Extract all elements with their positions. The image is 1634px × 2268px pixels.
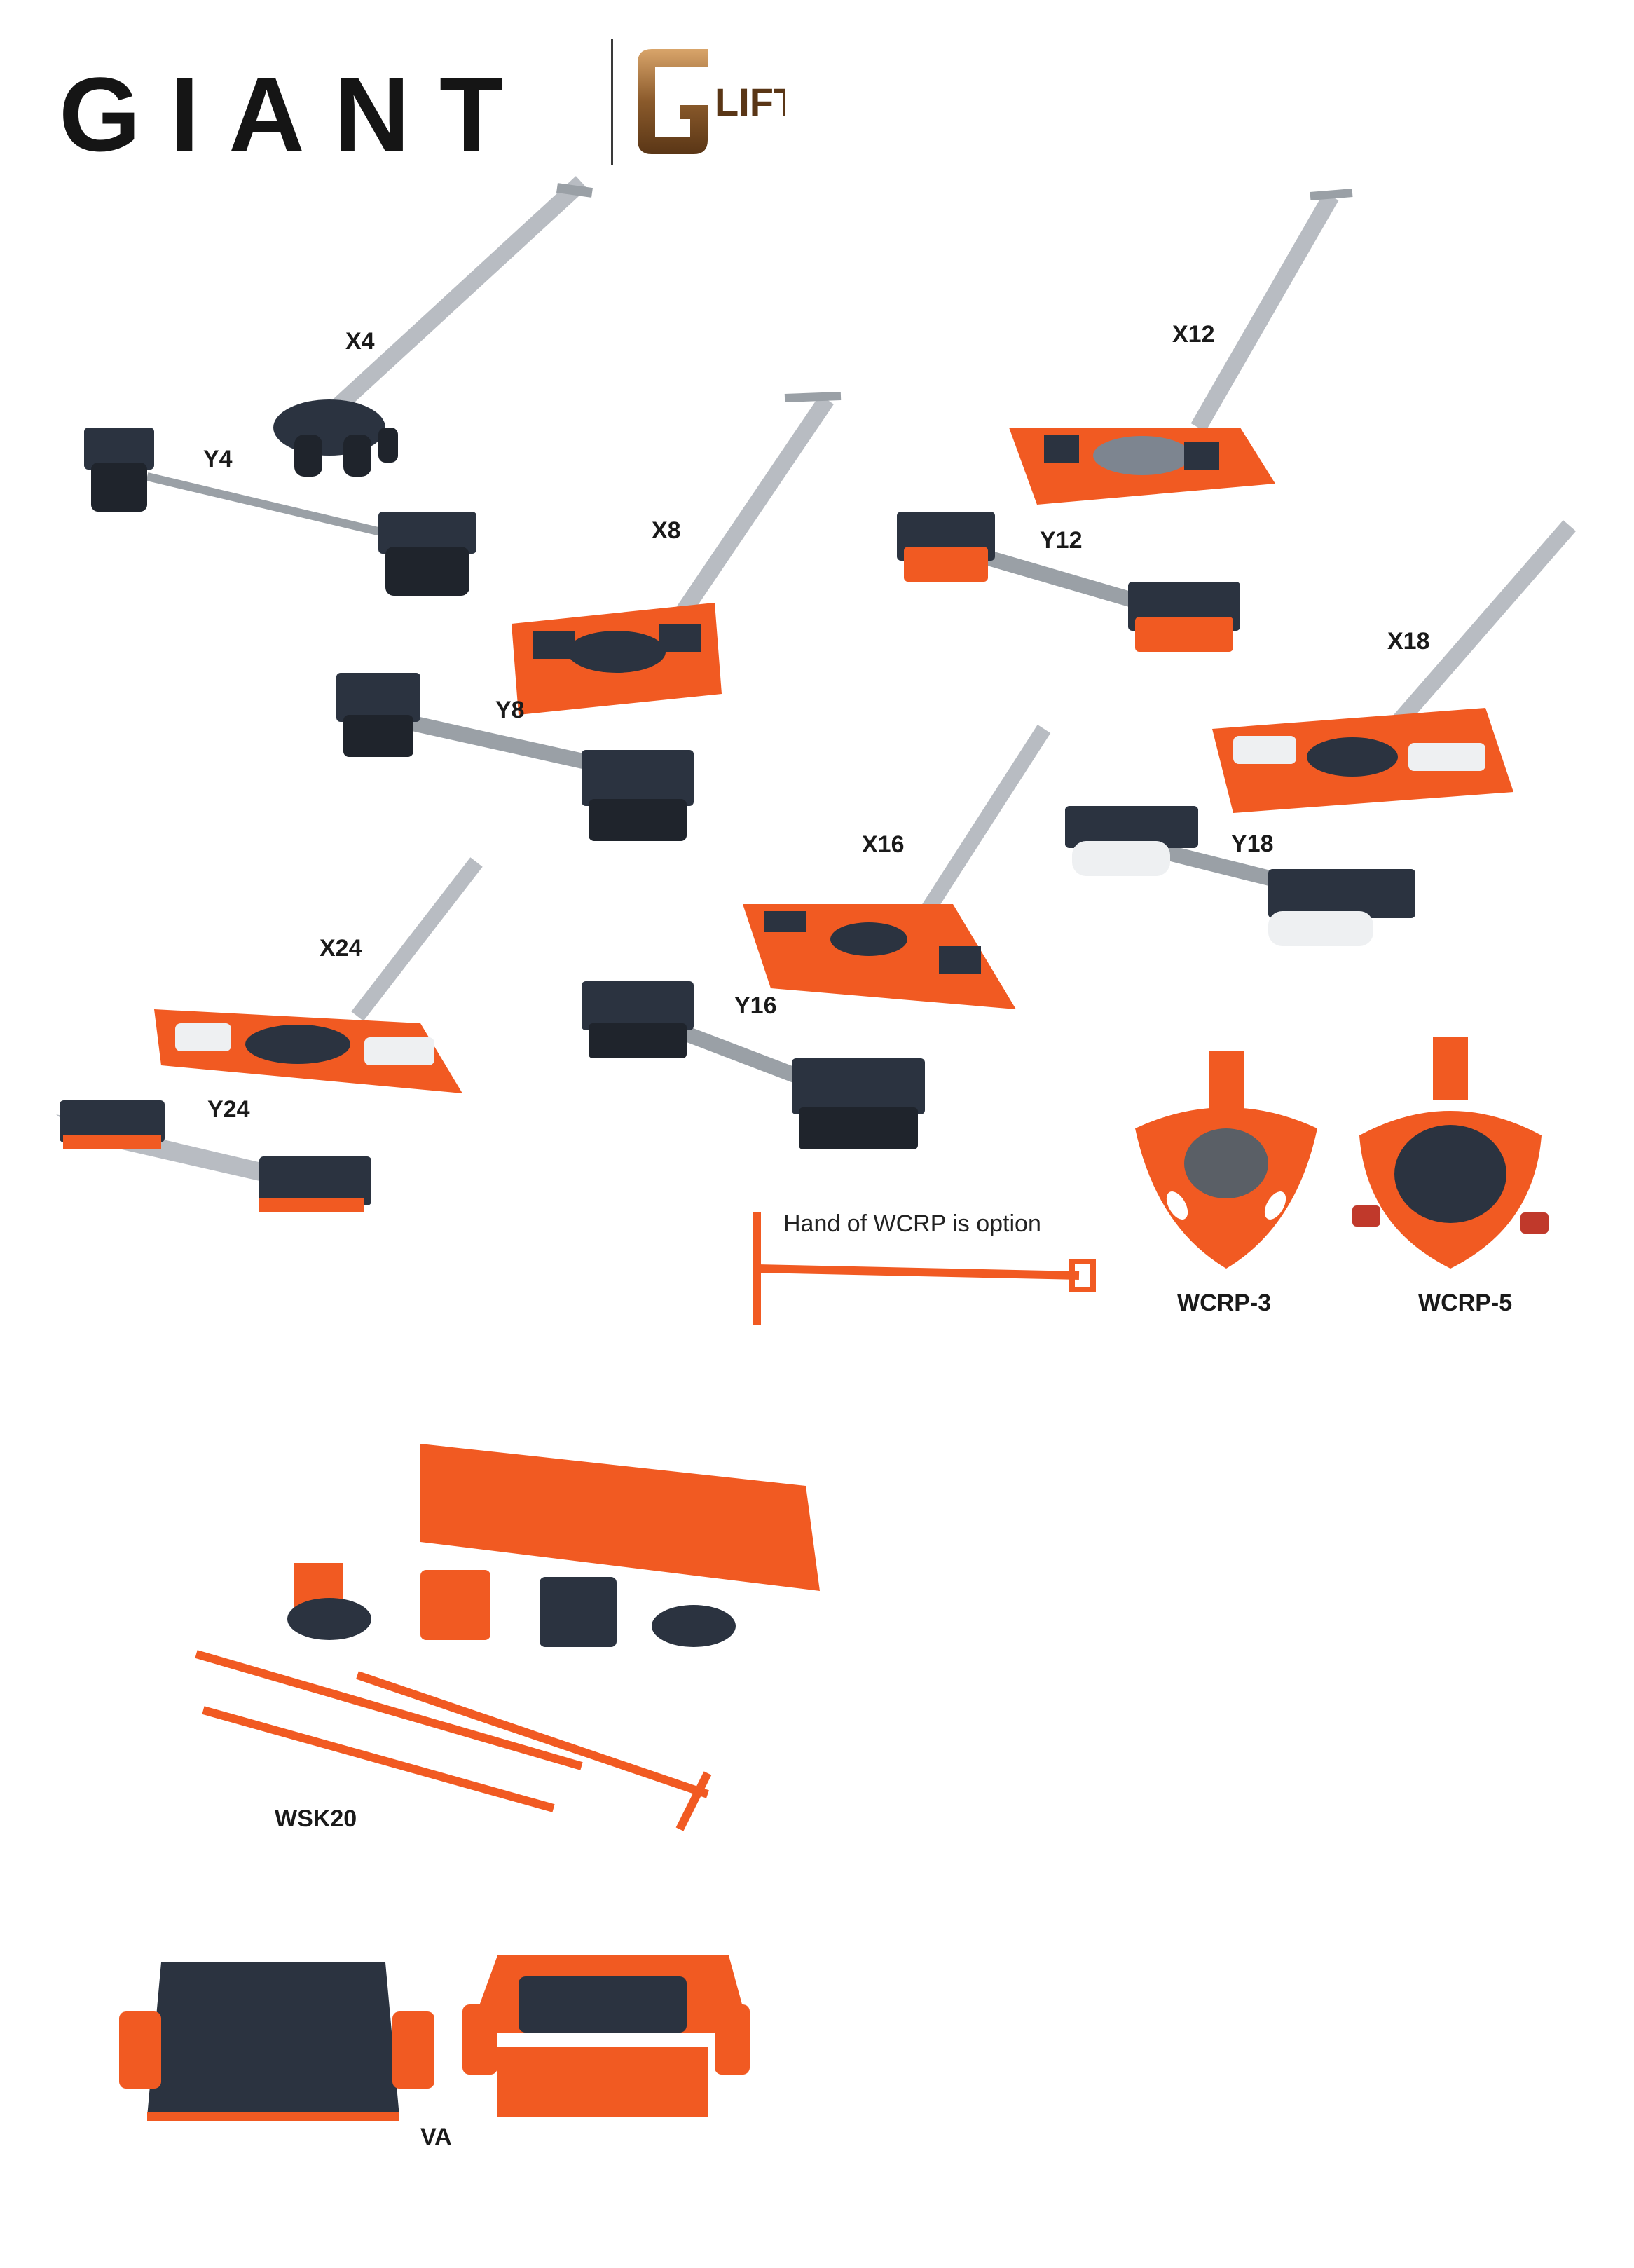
label-x16: X16 <box>862 831 905 858</box>
label-va: VA <box>420 2124 452 2150</box>
label-wcrp3: WCRP-3 <box>1177 1290 1272 1316</box>
y12-product <box>897 512 1240 652</box>
label-x4: X4 <box>345 328 375 355</box>
wcrp3-product <box>1135 1051 1317 1269</box>
x16-product <box>743 725 1051 1009</box>
label-wsk20: WSK20 <box>275 1805 357 1832</box>
va-roller-product <box>462 1955 750 2117</box>
label-y12: Y12 <box>1040 527 1083 554</box>
y18-product <box>1065 806 1415 946</box>
label-y16: Y16 <box>734 992 777 1019</box>
label-x24: X24 <box>320 935 362 962</box>
y8-product <box>336 673 694 841</box>
wsk20-product <box>195 1444 820 1831</box>
wcrp-handle-product <box>753 1212 1096 1325</box>
y4-product <box>84 428 476 596</box>
label-wcrp5: WCRP-5 <box>1418 1290 1513 1316</box>
note-wcrp-handle: Hand of WCRP is option <box>783 1210 1041 1237</box>
x18-product <box>1212 520 1577 813</box>
label-y24: Y24 <box>207 1096 250 1123</box>
brand-logo-icon: LIFT <box>638 49 785 154</box>
y16-product <box>582 981 925 1149</box>
label-x8: X8 <box>652 517 681 544</box>
logo-text: LIFT <box>715 80 785 124</box>
label-y18: Y18 <box>1231 831 1274 857</box>
va-plate-product <box>119 1962 434 2121</box>
y24-product <box>56 1100 371 1212</box>
wcrp5-product <box>1352 1037 1549 1269</box>
x12-product <box>1009 189 1353 505</box>
header-divider <box>611 39 613 165</box>
brand-wordmark: GIANT <box>59 55 533 173</box>
x8-product <box>512 392 842 715</box>
label-x18: X18 <box>1387 628 1430 655</box>
label-y4: Y4 <box>203 446 233 472</box>
x4-product <box>273 176 593 477</box>
label-x12: X12 <box>1172 321 1215 348</box>
x24-product <box>154 857 483 1093</box>
label-y8: Y8 <box>495 697 525 723</box>
